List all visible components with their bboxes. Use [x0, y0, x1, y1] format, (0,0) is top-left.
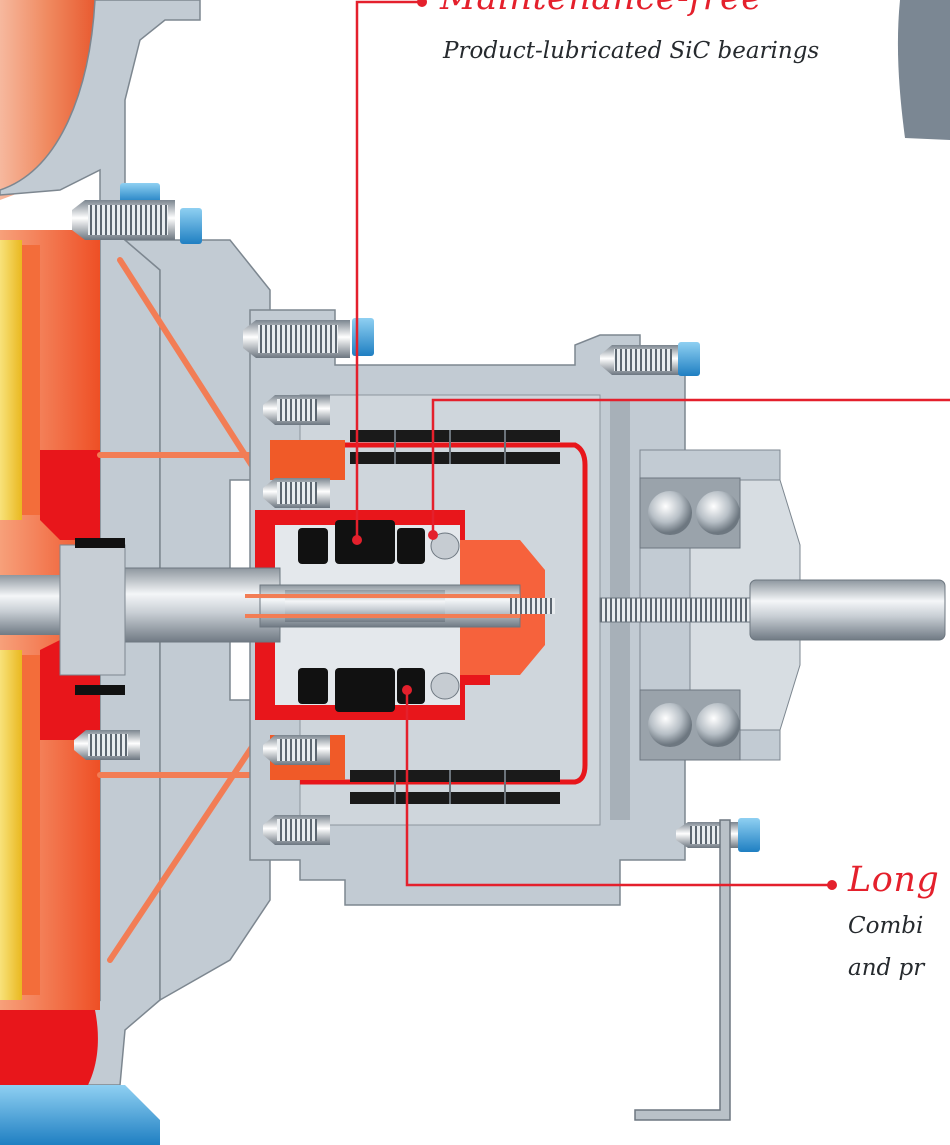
bolt: [263, 478, 330, 508]
bolt: [263, 815, 330, 845]
bolt: [263, 395, 330, 425]
bolt: [74, 730, 140, 760]
callout-top-title: Maintenance-free: [440, 0, 762, 18]
callout-anchor: [402, 685, 412, 695]
callout-bottom-subtitle-line2: and pr: [848, 955, 925, 981]
callout-top-subtitle: Product-lubricated SiC bearings: [443, 38, 820, 64]
ball-bearing: [648, 703, 692, 747]
callout-dot-top: [417, 0, 427, 7]
bolt: [676, 818, 760, 852]
bolt: [243, 318, 374, 358]
ball-bearing: [648, 491, 692, 535]
impeller-nut: [59, 538, 126, 695]
photo-fragment: [897, 0, 950, 140]
drive-shaft: [599, 579, 946, 641]
callout-anchor: [352, 535, 362, 545]
callout-bottom-title: Long: [848, 860, 940, 900]
hex-key: [634, 819, 731, 1121]
outer-magnets: [350, 430, 560, 804]
callout-lines: [355, 0, 950, 887]
bolt: [72, 200, 202, 244]
callout-bottom-subtitle-line1: Combi: [848, 913, 924, 939]
callout-anchor: [428, 530, 438, 540]
base-foot: [0, 1085, 160, 1145]
bolt: [600, 342, 700, 376]
ball-bearing: [696, 491, 740, 535]
volute-top: [0, 0, 96, 200]
impeller: [0, 240, 22, 1000]
impeller-shroud: [22, 245, 40, 995]
top-blue-flange: [120, 183, 160, 203]
ball-bearing: [696, 703, 740, 747]
bolt: [263, 735, 330, 765]
callout-dot-bottom: [827, 880, 837, 890]
containment-shell: [300, 442, 588, 785]
